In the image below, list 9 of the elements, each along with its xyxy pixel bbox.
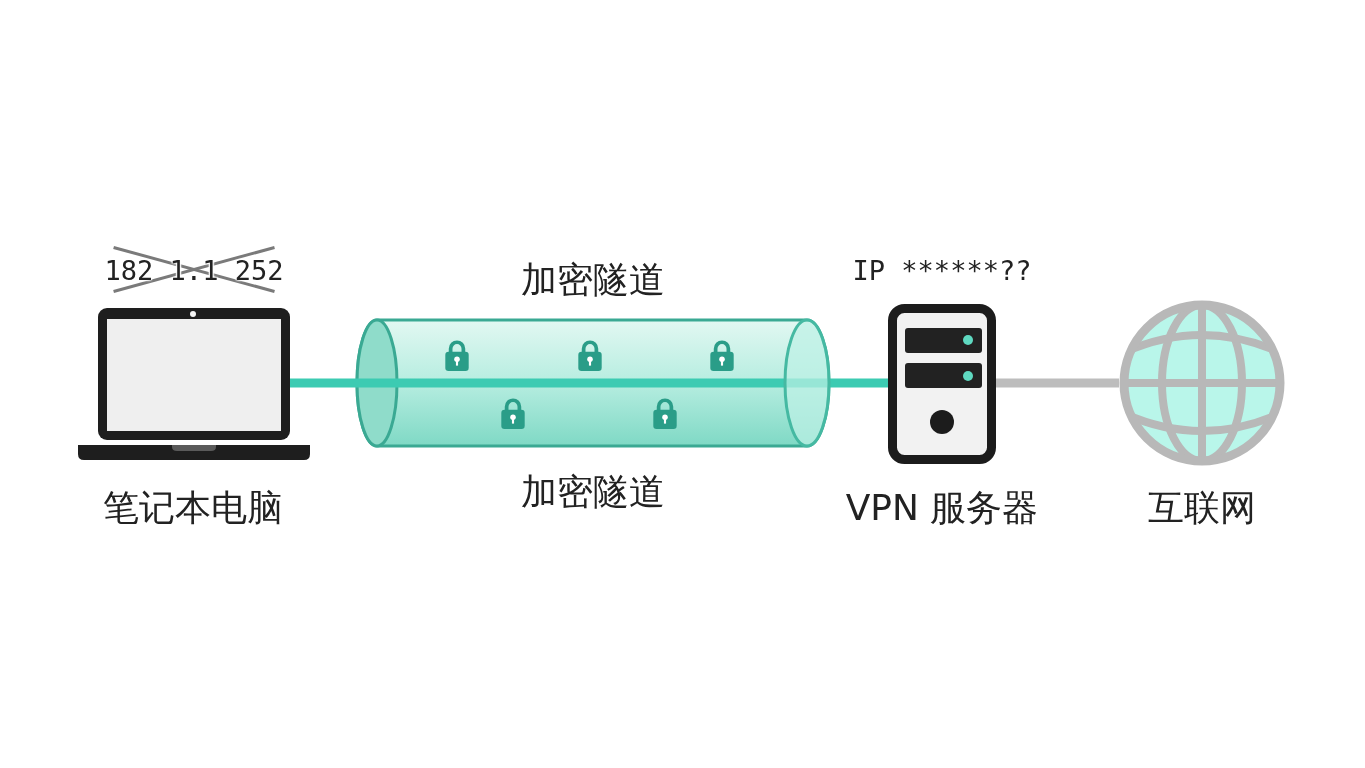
node-label: 笔记本电脑 bbox=[103, 490, 283, 526]
connector-line bbox=[996, 378, 1119, 388]
ip-address-text: IP ******?? bbox=[852, 256, 1032, 284]
node-label: 互联网 bbox=[1148, 490, 1256, 526]
node-label: 加密隧道 bbox=[521, 474, 665, 510]
connector-line bbox=[832, 378, 888, 388]
node-label: 加密隧道 bbox=[521, 262, 665, 298]
node-label: VPN 服务器 bbox=[845, 490, 1039, 526]
connector-line bbox=[290, 378, 355, 388]
